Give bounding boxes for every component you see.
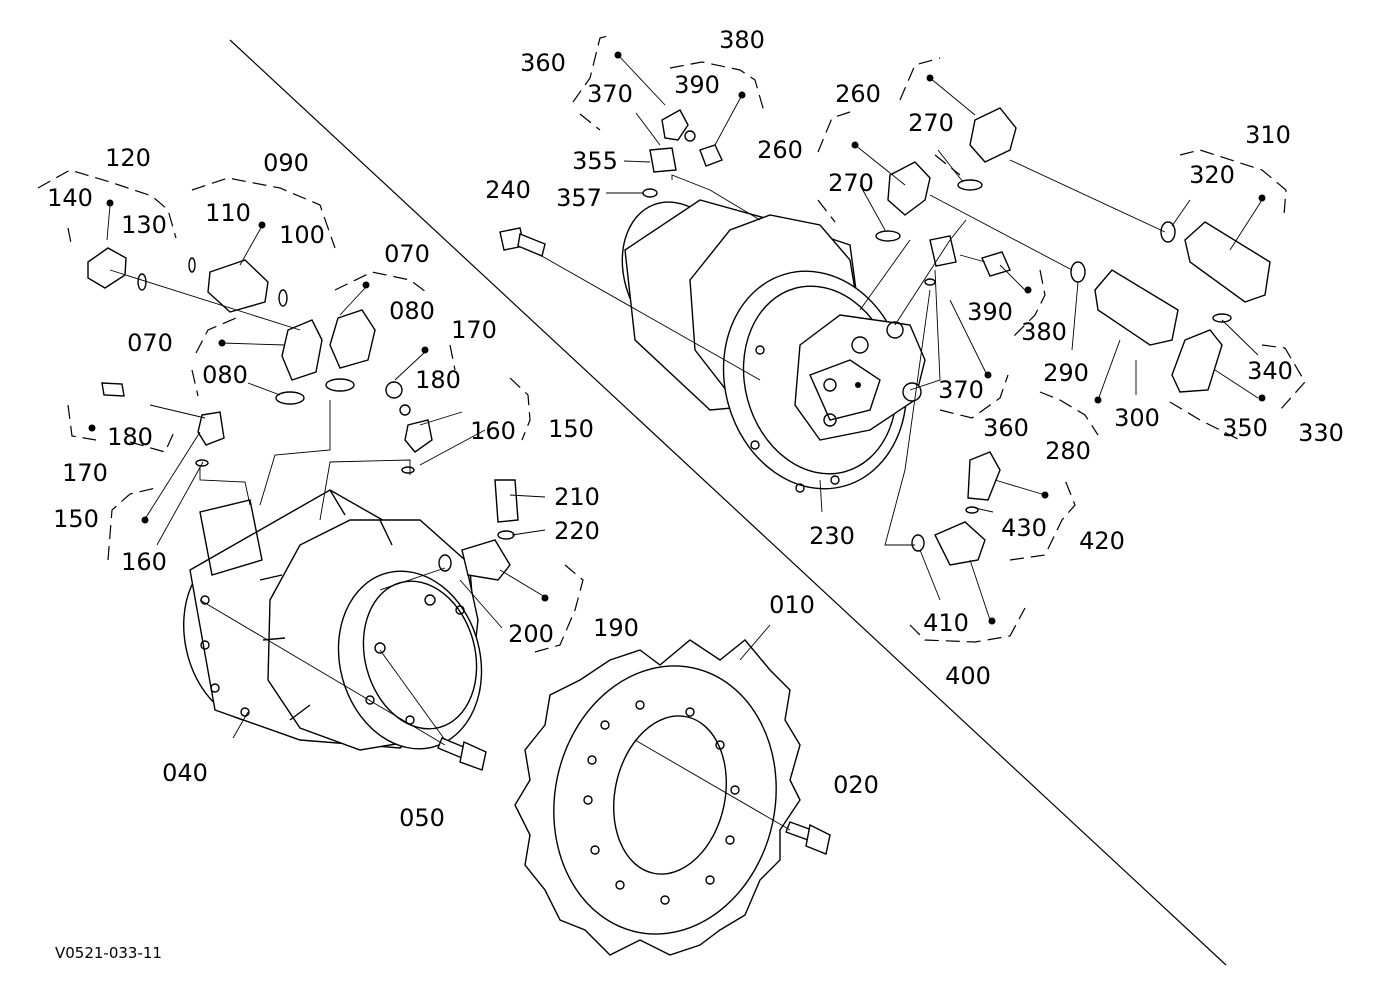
callout-c150a: 150	[548, 415, 594, 443]
callout-c160a: 160	[470, 417, 516, 445]
bolt-050	[437, 737, 487, 771]
callout-c120: 120	[105, 144, 151, 172]
bolt-020	[785, 821, 831, 855]
callout-c390a: 390	[674, 71, 720, 99]
callout-c270a: 270	[908, 109, 954, 137]
travel-motor-040	[183, 489, 483, 751]
block-400-410	[911, 521, 986, 566]
callout-c300: 300	[1114, 404, 1160, 432]
callout-c290: 290	[1043, 359, 1089, 387]
callout-c130: 130	[121, 211, 167, 239]
callout-c420: 420	[1079, 527, 1125, 555]
callout-c180a: 180	[415, 366, 461, 394]
travel-motor-230	[621, 199, 926, 493]
elbow-070b	[275, 319, 323, 405]
fitting-170-180b	[101, 382, 225, 467]
callout-c380b: 380	[1021, 318, 1067, 346]
callout-c360b: 360	[983, 414, 1029, 442]
fitting-420-430	[965, 451, 1001, 514]
sprocket-010	[514, 639, 801, 956]
callout-c170b: 170	[62, 459, 108, 487]
callout-c190: 190	[593, 614, 639, 642]
callout-c020: 020	[833, 771, 879, 799]
elbow-260b	[875, 161, 931, 242]
callout-c380a: 380	[719, 26, 765, 54]
fitting-370-390a	[642, 109, 723, 198]
callout-labels: 010 020 040 050 070 070 080 080 090 100 110 120 130 1…	[47, 26, 1344, 832]
callout-c340: 340	[1247, 357, 1293, 385]
callout-c100: 100	[279, 221, 325, 249]
callout-c230: 230	[809, 522, 855, 550]
callout-c200: 200	[508, 620, 554, 648]
callout-c070a: 070	[384, 240, 430, 268]
callout-c280: 280	[1045, 437, 1091, 465]
callout-c270b: 270	[828, 169, 874, 197]
group-brackets	[37, 34, 1306, 653]
callout-c040: 040	[162, 759, 208, 787]
callout-c410: 410	[923, 609, 969, 637]
callout-c320: 320	[1189, 161, 1235, 189]
callout-c360a: 360	[520, 49, 566, 77]
callout-c080b: 080	[202, 361, 248, 389]
drawing-code: V0521-033-11	[55, 944, 162, 962]
callout-c220: 220	[554, 517, 600, 545]
fitting-170-180a	[385, 381, 433, 474]
callout-c400: 400	[945, 662, 991, 690]
callout-c430: 430	[1001, 514, 1047, 542]
callout-c110: 110	[205, 199, 251, 227]
callout-c160b: 160	[121, 548, 167, 576]
callout-c260b: 260	[757, 136, 803, 164]
bolt-240	[499, 227, 546, 257]
callout-c070b: 070	[127, 329, 173, 357]
callout-c355: 355	[572, 147, 618, 175]
fitting-110	[188, 257, 288, 313]
callout-c370a: 370	[587, 80, 633, 108]
callout-c180b: 180	[107, 423, 153, 451]
callout-c210: 210	[554, 483, 600, 511]
callout-c330: 330	[1298, 419, 1344, 447]
callout-c150b: 150	[53, 505, 99, 533]
callout-c010: 010	[769, 591, 815, 619]
callout-c310: 310	[1245, 121, 1291, 149]
reference-dots	[88, 51, 1266, 625]
callout-c170a: 170	[451, 316, 497, 344]
callout-c050: 050	[399, 804, 445, 832]
callout-c240: 240	[485, 176, 531, 204]
fitting-340-350	[1171, 313, 1232, 393]
leader-lines	[106, 54, 1263, 831]
fitting-290-300	[1070, 261, 1179, 346]
fitting-130	[87, 247, 147, 291]
callout-c260a: 260	[835, 80, 881, 108]
fitting-210-220	[494, 479, 519, 540]
callout-c140: 140	[47, 184, 93, 212]
callout-c350: 350	[1222, 414, 1268, 442]
elbow-070a	[325, 309, 376, 392]
fitting-310-320	[1160, 221, 1271, 303]
callout-c357: 357	[556, 184, 602, 212]
separator-line	[229, 39, 1227, 966]
elbow-260a	[957, 107, 1017, 191]
callout-c370b: 370	[938, 376, 984, 404]
callout-c390b: 390	[967, 298, 1013, 326]
callout-c080a: 080	[389, 297, 435, 325]
callout-c090: 090	[263, 149, 309, 177]
